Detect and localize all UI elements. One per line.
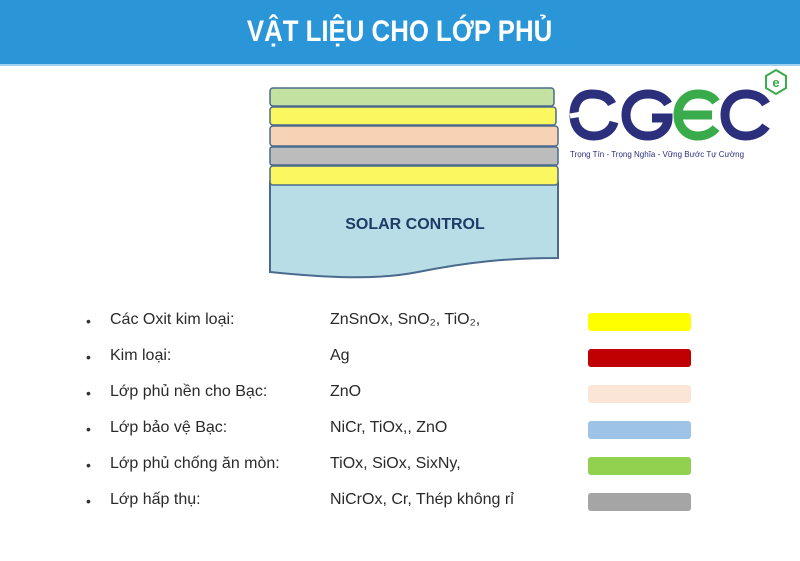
- material-category: Lớp hấp thụ:: [110, 491, 201, 508]
- list-item: • Kim loại: Ag: [86, 346, 706, 372]
- color-swatch-blue: [588, 421, 691, 439]
- material-values: NiCr, TiOx,, ZnO: [330, 419, 448, 436]
- list-item: • Lớp bảo vệ Bạc: NiCr, TiOx,, ZnO: [86, 418, 706, 444]
- material-category: Lớp phủ chống ăn mòn:: [110, 455, 280, 472]
- material-values: ZnSnOx, SnO₂, TiO₂,: [330, 311, 481, 328]
- color-swatch-yellow: [588, 313, 691, 331]
- material-category: Kim loại:: [110, 347, 172, 364]
- bullet-icon: •: [86, 493, 91, 509]
- color-swatch-peach: [588, 385, 691, 403]
- layer-peach: [269, 125, 559, 147]
- layer-stack-graphic: [269, 87, 559, 279]
- material-values: Ag: [330, 347, 350, 364]
- color-swatch-red: [588, 349, 691, 367]
- page-title: VẬT LIỆU CHO LỚP PHỦ: [247, 15, 553, 48]
- layer-yellow-1: [269, 106, 557, 126]
- sgec-wordmark-icon: e: [569, 68, 787, 141]
- layer-yellow-2: [269, 165, 559, 186]
- bullet-icon: •: [86, 421, 91, 437]
- logo-tagline: Trọng Tín - Trọng Nghĩa - Vững Bước Tự C…: [570, 150, 745, 159]
- sgec-logo: e Trọng Tín - Trọng Nghĩa - Vững Bước Tự…: [568, 68, 790, 168]
- svg-text:e: e: [772, 75, 779, 90]
- list-item: • Lớp phủ nền cho Bạc: ZnO: [86, 382, 706, 408]
- list-item: • Lớp phủ chống ăn mòn: TiOx, SiOx, SixN…: [86, 454, 706, 480]
- color-swatch-gray: [588, 493, 691, 511]
- material-values: ZnO: [330, 383, 362, 400]
- e-badge-icon: e: [765, 68, 787, 96]
- material-values: TiOx, SiOx, SixNy,: [330, 455, 461, 472]
- coating-layer-diagram: SOLAR CONTROL: [268, 86, 562, 282]
- solar-control-label: SOLAR CONTROL: [345, 216, 485, 233]
- material-values: NiCrOx, Cr, Thép không rỉ: [330, 491, 514, 508]
- list-item: • Lớp hấp thụ: NiCrOx, Cr, Thép không rỉ: [86, 490, 706, 516]
- bullet-icon: •: [86, 313, 91, 329]
- bullet-icon: •: [86, 385, 91, 401]
- bullet-icon: •: [86, 457, 91, 473]
- bullet-icon: •: [86, 349, 91, 365]
- list-item: • Các Oxit kim loại: ZnSnOx, SnO₂, TiO₂,: [86, 310, 706, 336]
- material-category: Các Oxit kim loại:: [110, 311, 235, 328]
- material-category: Lớp bảo vệ Bạc:: [110, 419, 228, 436]
- title-banner: VẬT LIỆU CHO LỚP PHỦ: [0, 0, 800, 66]
- layer-green: [269, 87, 555, 107]
- material-category: Lớp phủ nền cho Bạc:: [110, 383, 268, 400]
- layer-gray: [269, 146, 559, 166]
- color-swatch-green: [588, 457, 691, 475]
